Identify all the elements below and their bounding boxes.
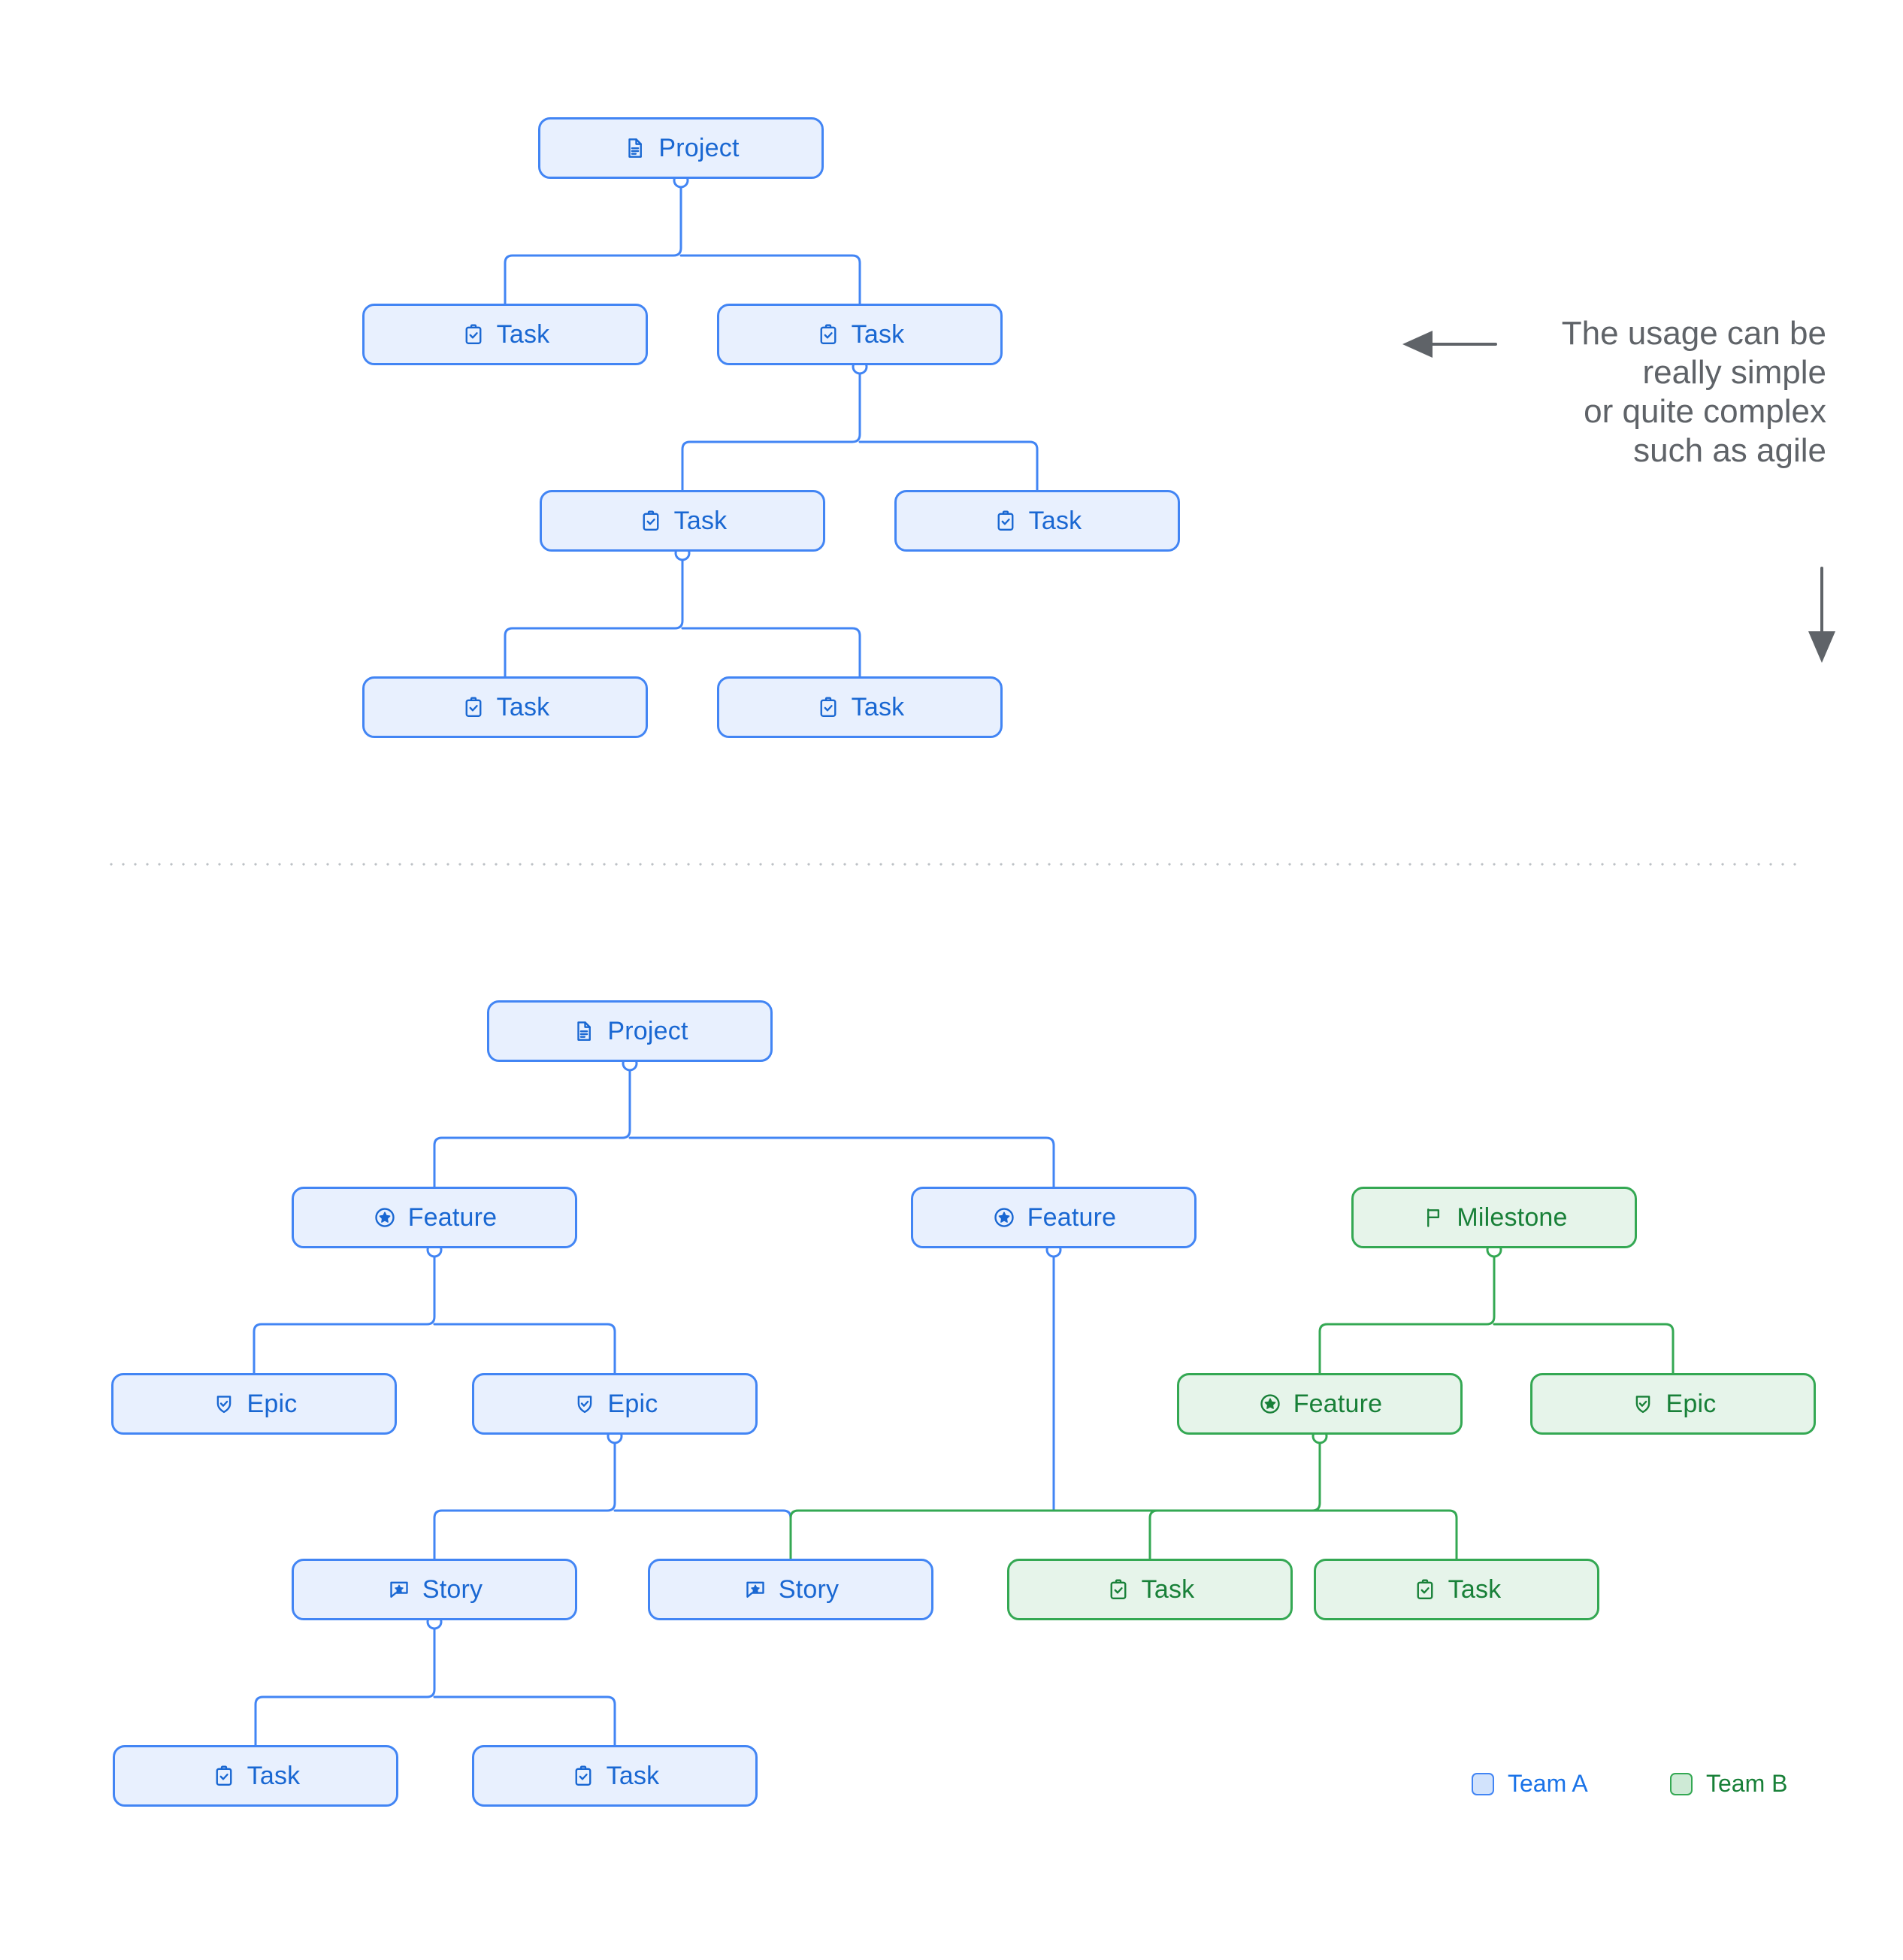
node-label: Epic xyxy=(607,1390,658,1418)
node-task[interactable]: Task xyxy=(540,490,825,552)
shield-check-icon xyxy=(1630,1391,1656,1417)
node-label: Task xyxy=(496,693,550,721)
node-milestone[interactable]: Milestone xyxy=(1351,1187,1637,1248)
clipboard-check-icon xyxy=(993,508,1018,534)
node-task[interactable]: Task xyxy=(717,304,1003,365)
section-divider xyxy=(105,863,1798,866)
annotation-line: such as agile xyxy=(1633,431,1826,469)
clipboard-check-icon xyxy=(1412,1577,1438,1602)
node-label: Story xyxy=(778,1575,840,1604)
star-circle-icon xyxy=(991,1205,1017,1230)
node-label: Task xyxy=(606,1762,660,1790)
node-task[interactable]: Task xyxy=(113,1745,398,1807)
shield-check-icon xyxy=(572,1391,598,1417)
clipboard-check-icon xyxy=(211,1763,237,1789)
node-label: Task xyxy=(851,320,905,349)
node-task[interactable]: Task xyxy=(362,676,648,738)
legend-item-team-a[interactable]: Team A xyxy=(1472,1770,1588,1798)
node-label: Epic xyxy=(247,1390,298,1418)
node-label: Milestone xyxy=(1457,1203,1568,1232)
node-label: Project xyxy=(607,1017,688,1045)
star-circle-icon xyxy=(372,1205,398,1230)
node-label: Feature xyxy=(1027,1203,1117,1232)
edges-simple xyxy=(504,177,1039,678)
node-label: Epic xyxy=(1666,1390,1717,1418)
annotation-text: The usage can be really simple or quite … xyxy=(1473,314,1826,470)
legend-swatch-icon xyxy=(1472,1772,1494,1795)
node-label: Task xyxy=(1028,507,1082,535)
node-task[interactable]: Task xyxy=(362,304,648,365)
node-label: Task xyxy=(1448,1575,1502,1604)
node-label: Story xyxy=(422,1575,483,1604)
node-label: Feature xyxy=(407,1203,498,1232)
node-task[interactable]: Task xyxy=(472,1745,758,1807)
clipboard-check-icon xyxy=(461,322,486,347)
clipboard-check-icon xyxy=(815,322,841,347)
node-label: Task xyxy=(247,1762,301,1790)
legend-label: Team A xyxy=(1508,1770,1588,1797)
node-task[interactable]: Task xyxy=(894,490,1180,552)
node-epic[interactable]: Epic xyxy=(472,1373,758,1435)
shield-check-icon xyxy=(211,1391,237,1417)
node-task[interactable]: Task xyxy=(717,676,1003,738)
node-epic[interactable]: Epic xyxy=(111,1373,397,1435)
annotation-line: or quite complex xyxy=(1584,392,1826,430)
legend-label: Team B xyxy=(1706,1770,1788,1797)
star-circle-icon xyxy=(1257,1391,1283,1417)
legend-item-team-b[interactable]: Team B xyxy=(1670,1770,1787,1798)
legend-swatch-icon xyxy=(1670,1772,1693,1795)
node-project[interactable]: Project xyxy=(487,1000,773,1062)
node-label: Project xyxy=(658,134,740,162)
node-task[interactable]: Task xyxy=(1007,1559,1293,1620)
node-label: Task xyxy=(851,693,905,721)
node-label: Task xyxy=(496,320,550,349)
annotation-line: really simple xyxy=(1642,353,1826,391)
clipboard-check-icon xyxy=(1106,1577,1131,1602)
flag-icon xyxy=(1420,1205,1446,1230)
node-project[interactable]: Project xyxy=(538,117,824,179)
node-epic[interactable]: Epic xyxy=(1530,1373,1816,1435)
node-story[interactable]: Story xyxy=(292,1559,577,1620)
document-icon xyxy=(622,135,648,161)
node-story[interactable]: Story xyxy=(648,1559,933,1620)
node-label: Feature xyxy=(1293,1390,1383,1418)
node-label: Task xyxy=(1141,1575,1195,1604)
node-feature[interactable]: Feature xyxy=(1177,1373,1463,1435)
clipboard-check-icon xyxy=(570,1763,596,1789)
comment-star-icon xyxy=(743,1577,768,1602)
node-feature[interactable]: Feature xyxy=(292,1187,577,1248)
clipboard-check-icon xyxy=(638,508,664,534)
comment-star-icon xyxy=(386,1577,412,1602)
node-feature[interactable]: Feature xyxy=(911,1187,1197,1248)
node-task[interactable]: Task xyxy=(1314,1559,1599,1620)
arrow-down-icon xyxy=(1808,567,1835,663)
annotation-line: The usage can be xyxy=(1561,315,1826,352)
document-icon xyxy=(571,1018,597,1044)
clipboard-check-icon xyxy=(461,694,486,720)
clipboard-check-icon xyxy=(815,694,841,720)
connector-dots-agile-a xyxy=(426,1055,1062,1630)
node-label: Task xyxy=(673,507,728,535)
